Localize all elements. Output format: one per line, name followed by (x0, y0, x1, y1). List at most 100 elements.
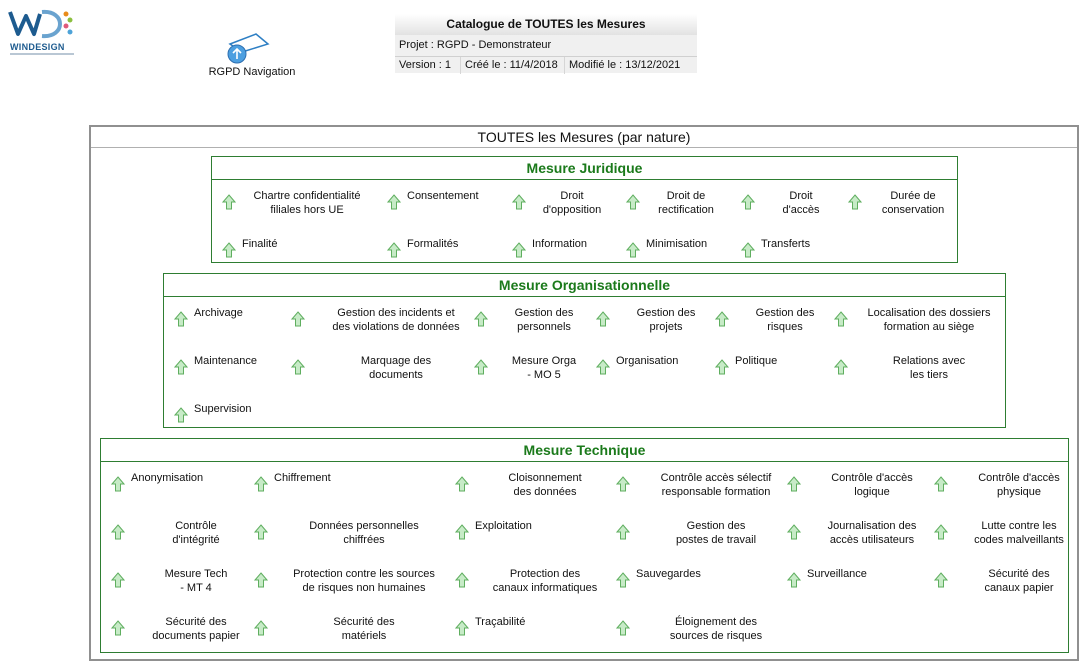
measure-label: Maintenance (194, 354, 294, 368)
measure-item[interactable]: Traçabilité (455, 615, 617, 645)
measure-item[interactable]: Finalité (222, 237, 374, 267)
measure-label-line: des données (513, 486, 577, 498)
frame-title: TOUTES les Mesures (par nature) (91, 127, 1077, 148)
up-arrow-icon (741, 242, 755, 258)
up-arrow-icon (254, 476, 268, 492)
measure-label-line: Journalisation des (827, 520, 917, 532)
measure-item[interactable]: Sauvegardes (616, 567, 798, 597)
measure-label-line: Contrôle (175, 520, 217, 532)
measure-label: Politique (735, 354, 835, 368)
up-arrow-icon (474, 359, 488, 375)
measure-item[interactable]: Information (512, 237, 614, 267)
measure-label-line: Contrôle d'accès (831, 472, 913, 484)
measure-item[interactable]: Supervision (174, 402, 296, 432)
up-arrow-icon (455, 524, 469, 540)
up-arrow-icon (111, 620, 125, 636)
measure-label: Sauvegardes (636, 567, 796, 581)
up-arrow-icon (111, 476, 125, 492)
measure-item[interactable]: Surveillance (787, 567, 939, 597)
project-name: Projet : RGPD - Demonstrateur (399, 39, 552, 51)
measure-label: Information (532, 237, 612, 251)
up-arrow-icon (222, 242, 236, 258)
measure-item[interactable]: Exploitation (455, 519, 617, 549)
measure-label-line: Contrôle accès sélectif (660, 472, 772, 484)
up-arrow-icon (787, 524, 801, 540)
up-arrow-icon (291, 359, 305, 375)
measure-item[interactable]: Mesure Tech- MT 4 (111, 567, 263, 597)
up-arrow-icon (787, 572, 801, 588)
measure-item[interactable]: Formalités (387, 237, 519, 267)
up-arrow-icon (254, 524, 268, 540)
measure-item[interactable]: Politique (715, 354, 837, 384)
measure-label-line: codes malveillants (974, 534, 1064, 546)
measure-item[interactable]: Transferts (741, 237, 843, 267)
measure-item[interactable]: Maintenance (174, 354, 296, 384)
group-mesure-juridique: Mesure Juridique Chartre confidentialité… (211, 156, 958, 263)
up-arrow-icon (254, 620, 268, 636)
measure-label-line: Finalité (242, 238, 278, 250)
up-arrow-icon (934, 572, 948, 588)
version-label: Version : 1 (395, 57, 461, 74)
up-arrow-icon (111, 524, 125, 540)
measure-label-line: - MT 4 (180, 582, 212, 594)
measure-item[interactable]: Consentement (387, 189, 519, 219)
measure-label-line: Contrôle d'accès (978, 472, 1060, 484)
measure-label-line: Surveillance (807, 568, 867, 580)
measure-item[interactable]: Organisation (596, 354, 718, 384)
windesign-logo-mark (8, 9, 73, 39)
measure-item[interactable]: Anonymisation (111, 471, 263, 501)
measure-label-line: Archivage (194, 307, 243, 319)
measure-label-line: Organisation (616, 355, 679, 367)
up-arrow-icon (616, 572, 630, 588)
measure-item[interactable]: Archivage (174, 306, 296, 336)
measure-item[interactable]: Mesure Orga- MO 5 (474, 354, 596, 384)
measure-item[interactable]: Minimisation (626, 237, 728, 267)
up-arrow-icon (626, 242, 640, 258)
measure-label-line: Gestion des (636, 307, 696, 319)
measure-label-line: accès utilisateurs (829, 534, 915, 546)
measure-item[interactable]: Chiffrement (254, 471, 456, 501)
up-arrow-icon (174, 311, 188, 327)
measure-label-line: rectification (658, 204, 714, 216)
measure-item[interactable]: Journalisation des accès utilisateurs (787, 519, 939, 549)
group-title-organisationnelle: Mesure Organisationnelle (164, 274, 1005, 297)
up-arrow-icon (934, 524, 948, 540)
rgpd-navigation-link[interactable]: RGPD Navigation (204, 30, 300, 80)
measure-label: Consentement (407, 189, 517, 203)
